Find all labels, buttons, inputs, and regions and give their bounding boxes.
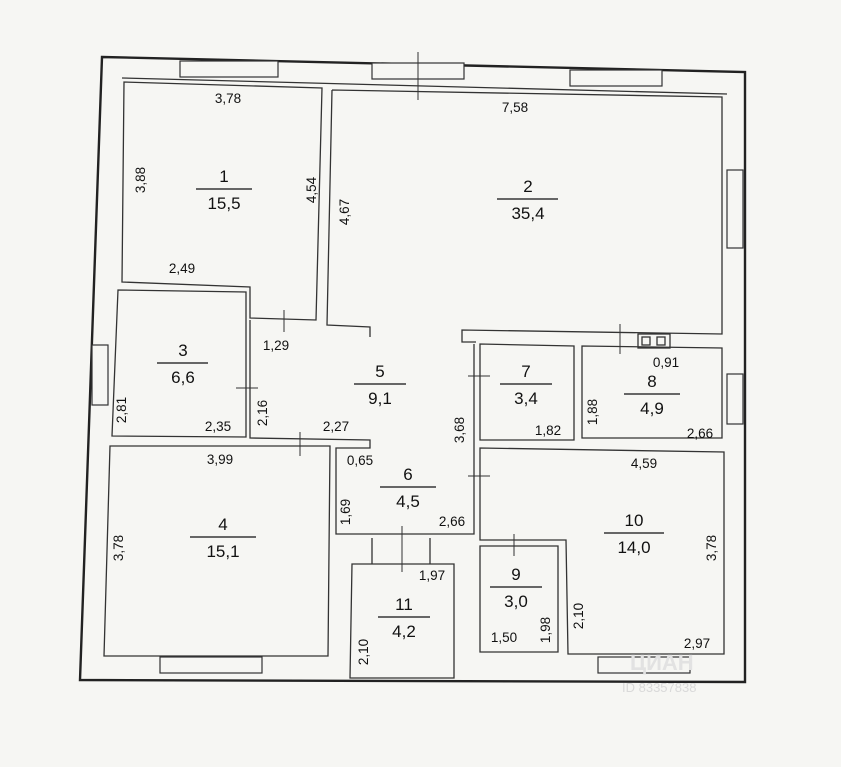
rooms-2-id-text: 3 — [178, 341, 187, 360]
interior-walls — [103, 81, 725, 679]
rooms-3-id-text: 4 — [218, 515, 227, 534]
rooms-9-id-text: 10 — [625, 511, 644, 530]
rooms-1-id-text: 2 — [523, 177, 532, 196]
rooms-10-area-text: 4,2 — [392, 622, 416, 641]
window-room-8 — [726, 373, 744, 425]
window-room-2-side — [726, 169, 744, 249]
dim-r4-top: 3,99 — [207, 452, 233, 467]
dim-r2-left: 4,67 — [337, 199, 352, 225]
room-1-label: 1 15,5 — [196, 167, 252, 213]
room-11-outline — [349, 563, 455, 679]
room-2-outline — [326, 89, 723, 343]
dim-r2-top: 7,58 — [502, 100, 528, 115]
room-3-outline — [111, 289, 247, 438]
rooms-1-area-text: 35,4 — [511, 204, 544, 223]
watermark-id: ID 83357838 — [622, 680, 696, 695]
window-room-3 — [91, 344, 109, 406]
dim-r6-left: 1,69 — [338, 499, 353, 525]
rooms-2-area-text: 6,6 — [171, 368, 195, 387]
rooms-9-area-text: 14,0 — [617, 538, 650, 557]
room-11-entry — [371, 538, 431, 564]
dim-r3-bottom: 1,29 — [263, 338, 289, 353]
rooms-4-area-text: 9,1 — [368, 389, 392, 408]
room-8-label: 8 4,9 — [624, 372, 680, 418]
dim-r1-top: 3,78 — [215, 91, 241, 106]
rooms-0-area-text: 15,5 — [207, 194, 240, 213]
watermark-brand: ЦИАН — [630, 650, 694, 675]
dim-r10-bottom: 2,97 — [684, 636, 710, 651]
outer-walls — [78, 55, 747, 684]
room-11-label: 11 4,2 — [378, 595, 430, 641]
dim-r3-inner: 2,35 — [205, 419, 231, 434]
door-marks — [236, 52, 621, 572]
rooms-10-id-text: 11 — [395, 595, 413, 614]
dim-r8-left: 1,88 — [585, 399, 600, 425]
dim-r4-left: 3,78 — [111, 535, 126, 561]
dim-r3-left: 2,81 — [114, 397, 129, 423]
window-room-1 — [179, 60, 279, 78]
dim-r8-bottom: 2,66 — [687, 426, 713, 441]
room-3-label: 3 6,6 — [157, 341, 208, 387]
rooms-4-id-text: 5 — [375, 362, 384, 381]
rooms-7-id-text: 8 — [647, 372, 656, 391]
room-10-outline — [479, 447, 725, 655]
rooms-0-id-text: 1 — [219, 167, 228, 186]
dim-r10-top: 4,59 — [631, 456, 657, 471]
rooms-5-area-text: 4,5 — [396, 492, 420, 511]
dim-r5-bottom: 2,27 — [323, 419, 349, 434]
dim-r8-top: 0,91 — [653, 355, 679, 370]
room-4-label: 4 15,1 — [190, 515, 256, 561]
rooms-6-id-text: 7 — [521, 362, 530, 381]
dim-r11-top: 1,97 — [419, 568, 445, 583]
room-5-label: 5 9,1 — [354, 362, 406, 408]
room-1-outline — [121, 81, 323, 321]
dim-r9-right: 1,98 — [538, 617, 553, 643]
dim-r10-left: 2,10 — [571, 603, 586, 629]
vent-block — [637, 333, 671, 349]
room-4-outline — [103, 445, 331, 657]
room-8-outline — [581, 345, 723, 439]
dim-r9-bottom: 1,50 — [491, 630, 517, 645]
dim-r6-height: 3,68 — [452, 417, 467, 443]
rooms-8-id-text: 9 — [511, 565, 520, 584]
dim-r1-left: 3,88 — [133, 167, 148, 193]
room-5-outline — [249, 320, 475, 535]
window-room-4 — [159, 656, 263, 674]
room-9-label: 9 3,0 — [490, 565, 542, 611]
window-room-2-b — [569, 69, 663, 87]
dim-r5-left: 2,16 — [255, 400, 270, 426]
rooms-6-area-text: 3,4 — [514, 389, 538, 408]
rooms-3-area-text: 15,1 — [206, 542, 239, 561]
room-10-label: 10 14,0 — [604, 511, 664, 557]
rooms-8-area-text: 3,0 — [504, 592, 528, 611]
rooms-5-id-text: 6 — [403, 465, 412, 484]
room-7-outline — [479, 343, 575, 441]
room-labels: 1 15,5 2 35,4 3 6,6 4 15,1 5 9,1 6 4,5 — [157, 167, 680, 641]
windows — [91, 60, 744, 674]
window-room-10 — [597, 656, 691, 674]
watermark: ЦИАН ID 83357838 — [622, 650, 696, 695]
dim-r6-top: 0,65 — [347, 453, 373, 468]
room-7-label: 7 3,4 — [500, 362, 552, 408]
dim-r11-left: 2,10 — [356, 639, 371, 665]
dim-r6-right: 2,66 — [439, 514, 465, 529]
room-9-outline — [479, 545, 559, 653]
dimension-labels: 3,78 3,88 4,54 2,49 7,58 4,67 1,29 2,81 … — [111, 91, 719, 665]
room-2-label: 2 35,4 — [497, 177, 558, 223]
dim-r1-bottom: 2,49 — [169, 261, 195, 276]
dim-r7-bottom: 1,82 — [535, 423, 561, 438]
rooms-7-area-text: 4,9 — [640, 399, 664, 418]
dim-r10-right: 3,78 — [704, 535, 719, 561]
room-6-label: 6 4,5 — [380, 465, 436, 511]
dim-r1-right: 4,54 — [304, 176, 319, 203]
